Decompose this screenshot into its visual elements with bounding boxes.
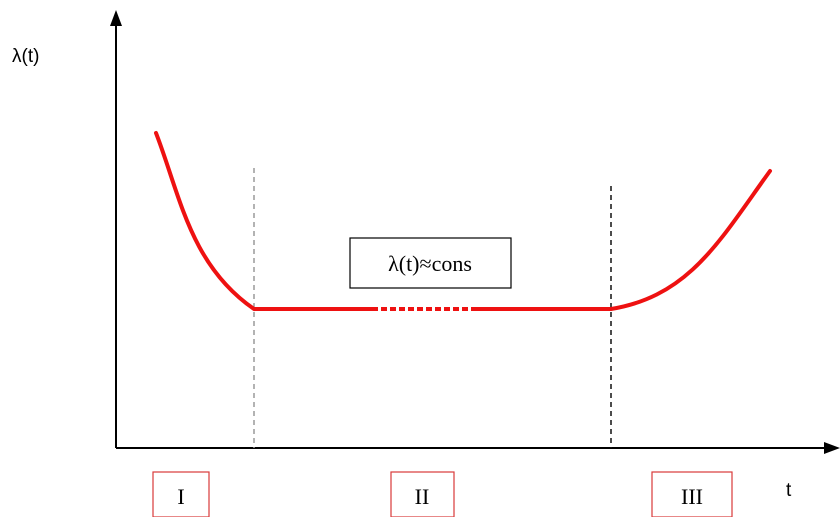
x-axis-label: t <box>786 480 792 501</box>
y-axis-arrow <box>110 10 122 26</box>
region-box-3 <box>651 471 733 517</box>
y-axis-label: λ(t) <box>12 46 39 67</box>
x-axis-arrow <box>824 442 840 454</box>
annotation-text: λ(t)≈cons <box>388 251 472 276</box>
region-box-2 <box>390 471 455 517</box>
region-label-3: III <box>681 484 703 509</box>
region-label-1: I <box>177 484 184 509</box>
curve-increasing-segment <box>609 169 772 311</box>
curve-decreasing-segment <box>154 131 256 311</box>
region-box-1 <box>152 471 210 517</box>
region-label-2: II <box>415 484 430 509</box>
annotation-box <box>349 237 512 289</box>
